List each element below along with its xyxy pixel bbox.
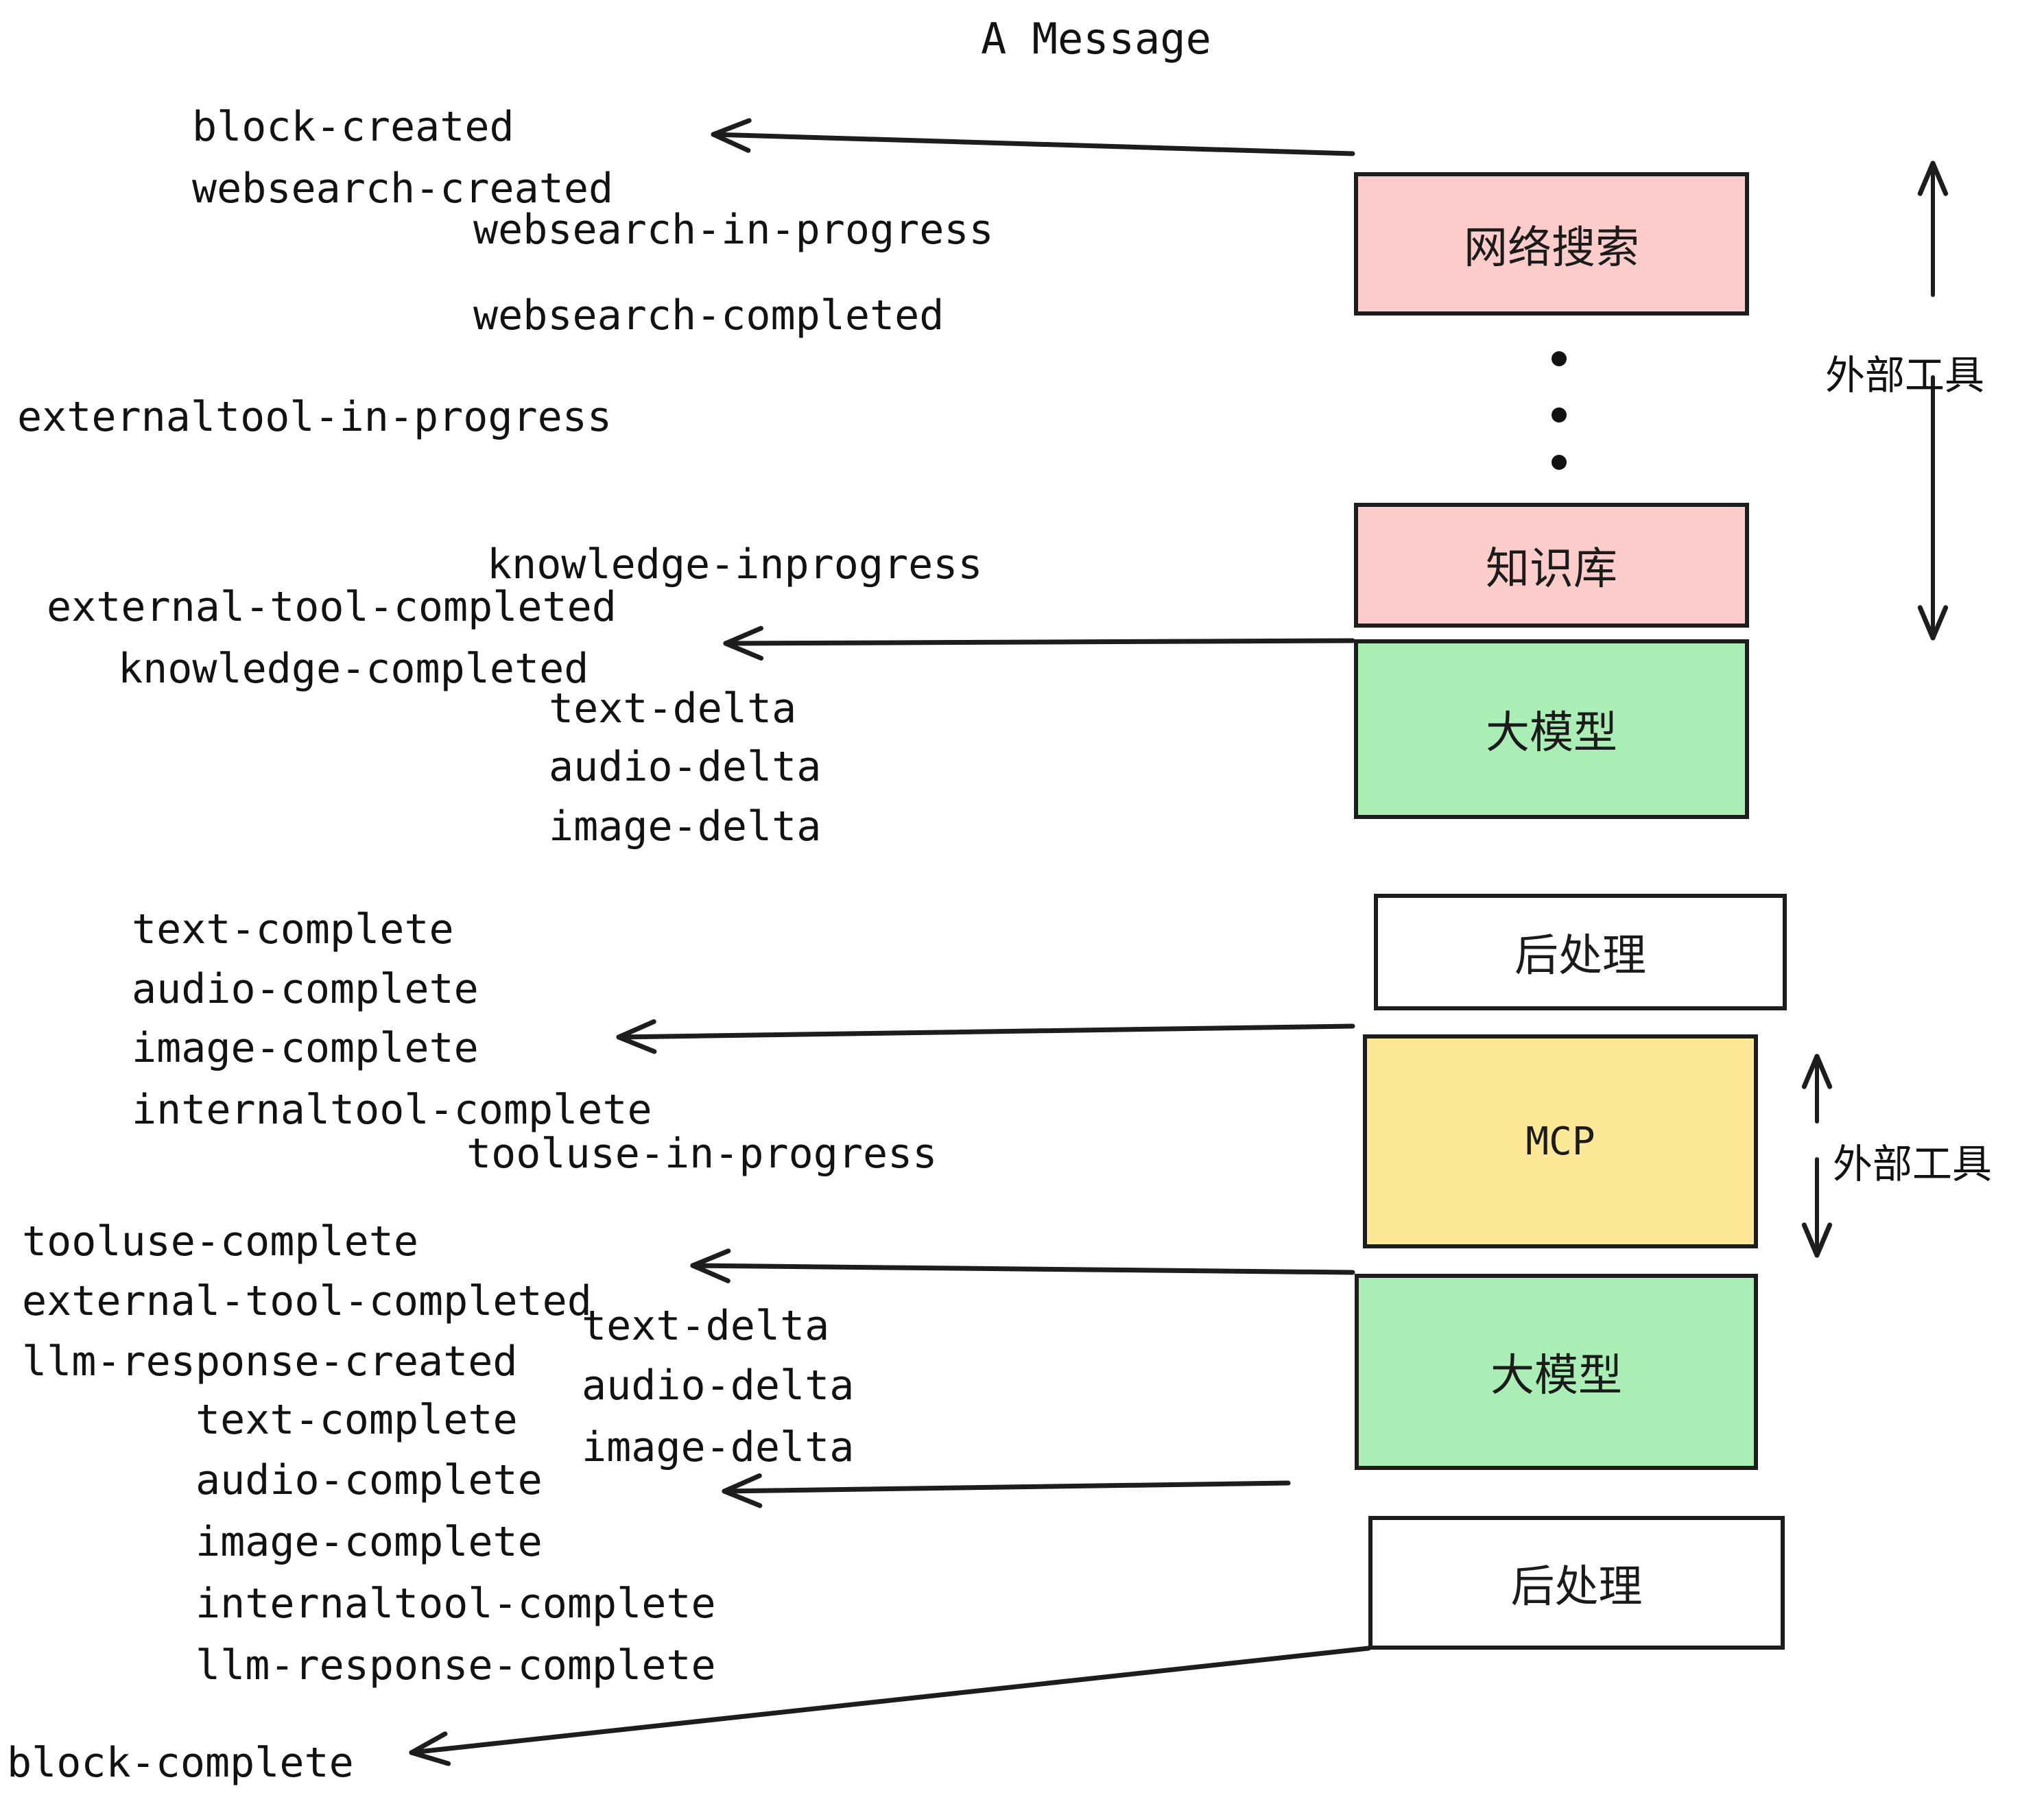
page-title: A Message (981, 14, 1211, 64)
node-box-knowledge[interactable] (1354, 503, 1749, 628)
arrow-arrow-llm2-to-left (722, 1473, 1291, 1508)
node-box-postprocess-1[interactable] (1374, 894, 1787, 1010)
arrow-arrow-mcp-to-left (616, 1019, 1355, 1054)
event-label-text-complete-2: text-complete (195, 1396, 518, 1444)
event-label-image-complete-2: image-complete (195, 1518, 543, 1566)
event-label-llm-response-complete: llm-response-complete (195, 1641, 716, 1689)
event-label-block-created: block-created (192, 103, 514, 151)
event-label-internaltool-complete-1: internaltool-complete (132, 1086, 652, 1134)
ellipsis-dot (1552, 407, 1567, 423)
event-label-audio-complete-1: audio-complete (132, 965, 479, 1013)
event-label-audio-delta-1: audio-delta (549, 743, 822, 791)
event-label-audio-delta-2: audio-delta (582, 1362, 855, 1410)
side-label-external-tools-top: 外部工具 (1825, 352, 1985, 399)
node-box-mcp[interactable] (1363, 1034, 1758, 1248)
event-label-websearch-in-progress: websearch-in-progress (473, 206, 994, 254)
node-box-llm-1[interactable] (1354, 639, 1749, 819)
ellipsis-dot (1552, 455, 1567, 470)
event-label-externaltool-in-progress: externaltool-in-progress (17, 393, 612, 441)
event-label-tooluse-complete: tooluse-complete (22, 1218, 418, 1266)
event-label-text-delta-2: text-delta (582, 1302, 830, 1350)
event-label-tooluse-in-progress: tooluse-in-progress (466, 1130, 938, 1178)
event-label-audio-complete-2: audio-complete (195, 1456, 543, 1504)
ellipsis-dot (1552, 351, 1567, 366)
event-label-image-delta-1: image-delta (549, 803, 822, 851)
range-arrow-external-tools-top-down (1917, 375, 1949, 641)
arrow-arrow-postproc2-to-left (409, 1646, 1371, 1766)
event-label-external-tool-completed-1: external-tool-completed (47, 583, 617, 631)
event-label-text-complete-1: text-complete (132, 905, 454, 953)
node-box-websearch[interactable] (1354, 172, 1749, 316)
range-arrow-external-tools-top-up (1917, 161, 1949, 297)
node-box-llm-2[interactable] (1355, 1274, 1758, 1470)
event-label-block-complete: block-complete (7, 1739, 354, 1787)
event-label-image-delta-2: image-delta (582, 1423, 855, 1471)
event-label-websearch-completed: websearch-completed (473, 292, 944, 340)
range-arrow-external-tools-bottom-up (1801, 1054, 1833, 1124)
event-label-knowledge-completed: knowledge-completed (118, 645, 589, 693)
event-label-websearch-created: websearch-created (192, 165, 614, 213)
event-label-text-delta-1: text-delta (549, 685, 797, 733)
arrow-arrow-websearch-to-left (711, 118, 1355, 156)
node-box-postprocess-2[interactable] (1368, 1516, 1785, 1650)
event-label-knowledge-inprogress: knowledge-inprogress (487, 541, 983, 589)
event-label-internaltool-complete-2: internaltool-complete (195, 1580, 716, 1628)
arrow-arrow-knowledge-to-left (723, 626, 1355, 661)
side-label-external-tools-bottom: 外部工具 (1833, 1141, 1993, 1187)
event-label-external-tool-completed-2: external-tool-completed (22, 1277, 592, 1325)
arrow-arrow-postproc-to-left (690, 1248, 1355, 1283)
range-arrow-external-tools-bottom-down (1801, 1157, 1833, 1258)
event-label-image-complete-1: image-complete (132, 1024, 479, 1072)
event-label-llm-response-created: llm-response-created (22, 1338, 518, 1386)
